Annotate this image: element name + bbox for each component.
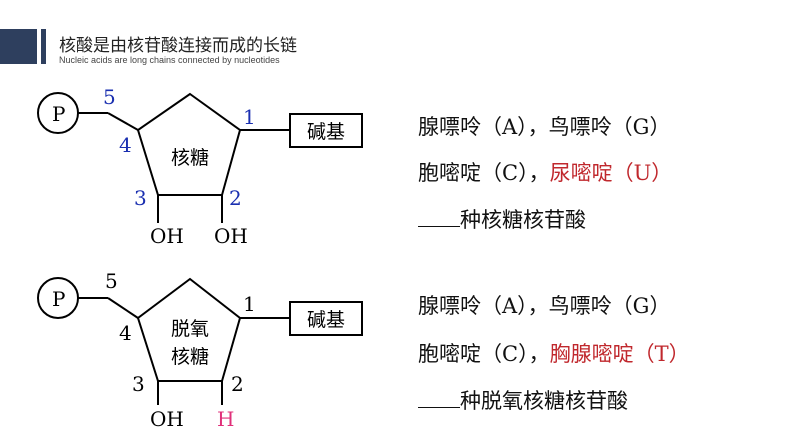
carbon-2-label: 2 — [229, 186, 242, 210]
deoxy-pyrimidines-line: 胞嘧啶（C），胸腺嘧啶（T） — [418, 338, 690, 368]
ribo-count-line: 种核糖核苷酸 — [418, 204, 586, 234]
carbon-1-label: 1 — [243, 105, 256, 129]
sugar-label: 核糖 — [171, 147, 209, 169]
deoxyribonucleotide-diagram — [37, 277, 363, 405]
ribonucleotide-label: 种核糖核苷酸 — [460, 208, 586, 232]
base-box — [289, 113, 363, 148]
ribo-pyrimidines-line: 胞嘧啶（C），尿嘧啶（U） — [418, 157, 672, 187]
header-accent-bar — [0, 29, 37, 64]
c2-hydroxyl-label: OH — [214, 224, 248, 248]
base-label: 碱基 — [307, 309, 345, 331]
uracil-highlight: 尿嘧啶（U） — [549, 161, 673, 185]
deoxyribonucleotide-label: 种脱氧核糖核苷酸 — [460, 389, 628, 413]
carbon-1-label: 1 — [243, 292, 256, 316]
sugar-label-line2: 核糖 — [171, 346, 209, 368]
carbon-4-label: 4 — [119, 321, 132, 345]
ribonucleotide-diagram — [37, 92, 363, 223]
c2-hydrogen-label: H — [217, 407, 234, 431]
carbon-4-label: 4 — [119, 133, 132, 157]
header-accent-stripe — [41, 29, 46, 64]
carbon-5-label: 5 — [105, 269, 118, 293]
fill-in-blank[interactable] — [418, 208, 460, 227]
c3-hydroxyl-label: OH — [150, 407, 184, 431]
phosphate-label: P — [52, 287, 65, 311]
sugar-label-line1: 脱氧 — [171, 318, 209, 340]
base-label: 碱基 — [307, 121, 345, 143]
carbon-3-label: 3 — [132, 372, 145, 396]
phosphate-label: P — [52, 102, 65, 126]
page-subtitle: Nucleic acids are long chains connected … — [59, 55, 280, 65]
carbon-3-label: 3 — [134, 186, 147, 210]
base-box — [289, 301, 363, 336]
page-title: 核酸是由核苷酸连接而成的长链 — [59, 36, 297, 56]
fill-in-blank[interactable] — [418, 389, 460, 408]
carbon-2-label: 2 — [231, 372, 244, 396]
ribose-pentagon — [136, 92, 242, 196]
carbon-5-label: 5 — [103, 85, 116, 109]
pyrimidine-text: 胞嘧啶（C）， — [418, 161, 550, 185]
ribo-bases-line: 腺嘌呤（A），鸟嘌呤（G） — [418, 115, 671, 139]
pyrimidine-text: 胞嘧啶（C）， — [418, 342, 550, 366]
c3-hydroxyl-label: OH — [150, 224, 184, 248]
deoxy-count-line: 种脱氧核糖核苷酸 — [418, 385, 628, 415]
deoxy-bases-line: 腺嘌呤（A），鸟嘌呤（G） — [418, 294, 671, 318]
thymine-highlight: 胸腺嘧啶（T） — [549, 342, 690, 366]
deoxyribose-pentagon — [136, 277, 242, 382]
